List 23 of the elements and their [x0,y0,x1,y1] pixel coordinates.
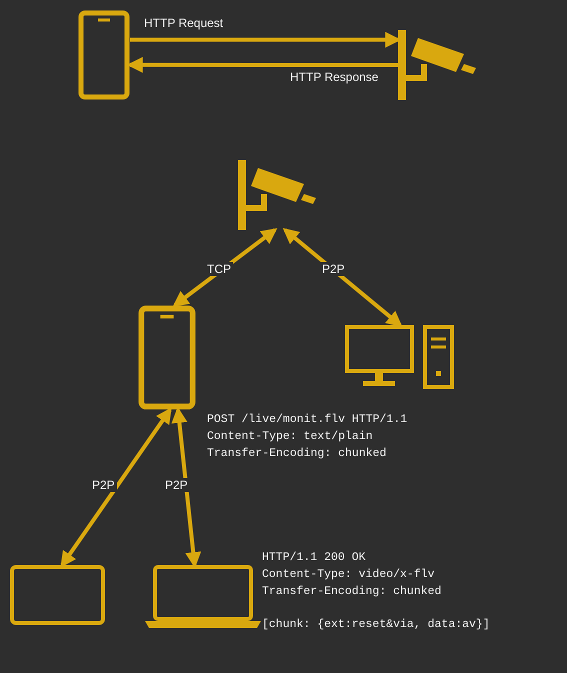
edge-label: TCP [205,262,233,276]
edge-label: P2P [320,262,347,276]
arrow [60,407,172,568]
arrow [282,228,402,328]
http-header-text: HTTP/1.1 200 OK [262,551,366,564]
http-header-text: Content-Type: text/plain [207,430,373,443]
edge-label: P2P [163,478,190,492]
arrow [126,56,398,73]
http-header-text: POST /live/monit.flv HTTP/1.1 [207,413,408,426]
edge-label: HTTP Request [142,16,226,30]
camera-icon [238,160,318,230]
http-header-text: Content-Type: video/x-flv [262,568,435,581]
phone-icon [138,305,196,410]
http-header-text: Transfer-Encoding: chunked [207,447,386,460]
http-header-text: Transfer-Encoding: chunked [262,585,442,598]
phone-icon [78,10,130,100]
monitor-icon [10,565,105,625]
edge-label: HTTP Response [288,70,380,84]
camera-icon [398,30,478,100]
laptop-icon [143,565,263,630]
http-header-text: [chunk: {ext:reset&via, data:av}] [262,618,490,631]
edge-label: P2P [90,478,117,492]
computer-icon [345,325,455,390]
